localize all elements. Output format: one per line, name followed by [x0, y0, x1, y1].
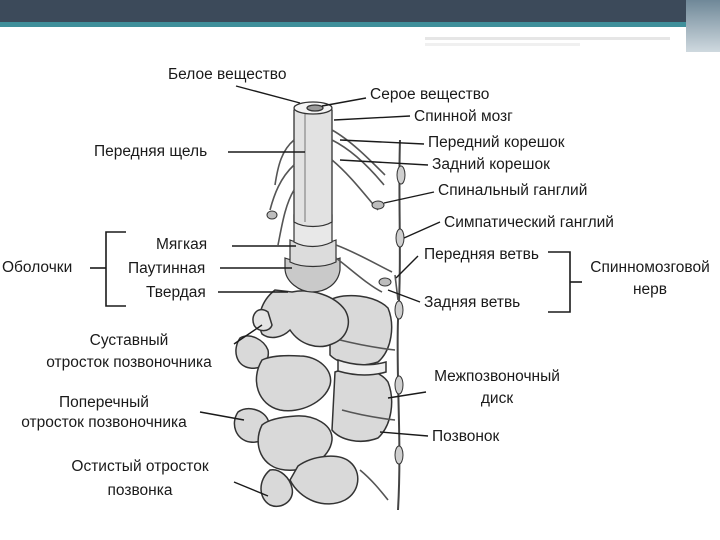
leader-intervertebral [388, 392, 426, 398]
label-articular-line1: Суставный [34, 332, 224, 350]
leader-white-matter [236, 86, 300, 103]
label-anterior-root: Передний корешок [428, 134, 565, 152]
spinal-cord-body [294, 104, 332, 227]
label-transverse-line2: отросток позвоночника [8, 414, 200, 432]
gray-matter-cross-section [307, 105, 323, 111]
leader-vertebra [380, 432, 428, 436]
label-posterior-root: Задний корешок [432, 156, 550, 174]
label-spinal-cord: Спинной мозг [414, 108, 513, 126]
leader-anterior-root [340, 140, 424, 144]
label-anterior-branch: Передняя ветвь [424, 246, 539, 264]
label-spinal-ganglion: Спинальный ганглий [438, 182, 587, 200]
label-sympathetic-ganglion: Симпатический ганглий [444, 214, 614, 232]
vertebra-body-lower [332, 368, 392, 441]
label-intervertebral-line1: Межпозвоночный [424, 368, 570, 386]
label-arachnoid: Паутинная [128, 260, 205, 278]
label-dura: Твердая [146, 284, 206, 302]
label-spinous-line2: позвонка [60, 482, 220, 500]
spinal-nerve-bracket [548, 252, 570, 312]
label-articular-line2: отросток позвоночника [34, 354, 224, 372]
leader-gray-matter [322, 98, 366, 106]
leader-posterior-root [340, 160, 428, 165]
vertebral-column [234, 290, 391, 506]
leader-posterior-branch [388, 290, 420, 302]
label-vertebra: Позвонок [432, 428, 499, 446]
label-posterior-branch: Задняя ветвь [424, 294, 520, 312]
label-anterior-fissure: Передняя щель [94, 143, 207, 161]
label-gray-matter: Серое вещество [370, 86, 489, 104]
membranes-bracket [106, 232, 126, 306]
spinal-cord [294, 102, 332, 227]
label-spinal-nerve-line2: нерв [582, 281, 718, 299]
label-intervertebral-line2: диск [424, 390, 570, 408]
leader-sympathetic-ganglion [404, 222, 440, 238]
label-white-matter: Белое вещество [168, 66, 286, 84]
spinous-process [261, 470, 292, 507]
label-pia: Мягкая [156, 236, 207, 254]
label-spinous-line1: Остистый отросток [60, 458, 220, 476]
label-membranes: Оболочки [2, 259, 72, 277]
leader-spinal-cord [334, 116, 410, 120]
leader-spinal-ganglion [384, 192, 434, 203]
vertebral-arch-middle [256, 356, 330, 411]
label-transverse-line1: Поперечный [8, 394, 200, 412]
label-spinal-nerve-line1: Спинномозговой [582, 259, 718, 277]
